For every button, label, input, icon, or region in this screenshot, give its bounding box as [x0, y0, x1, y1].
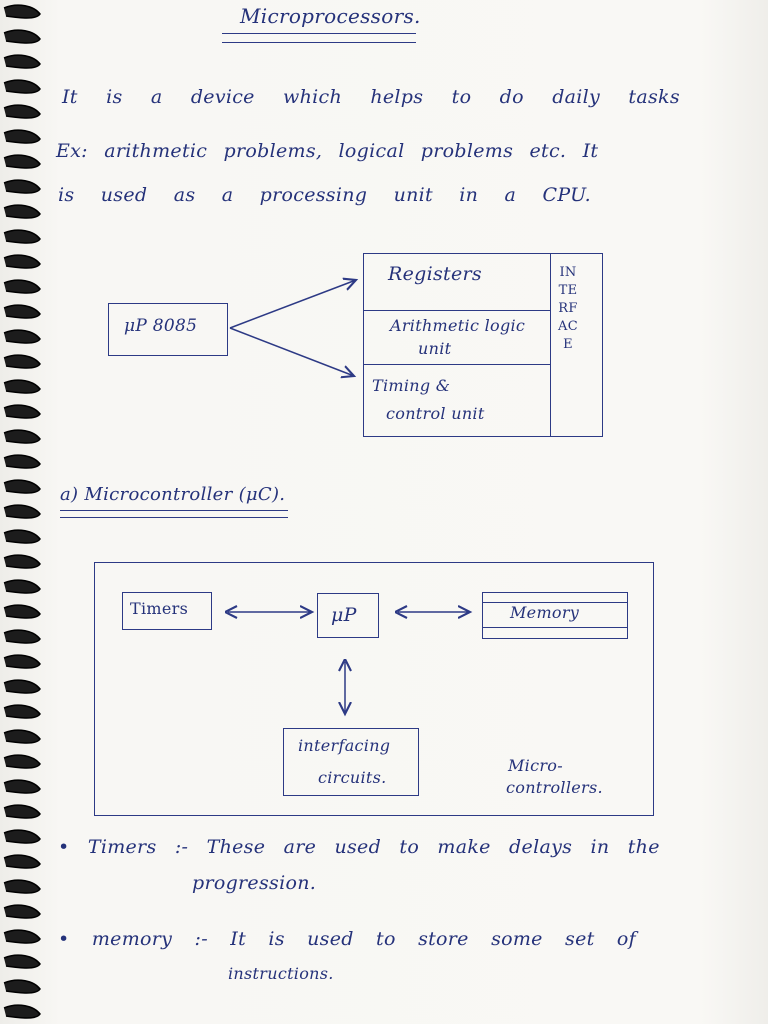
spiral-coil — [3, 279, 41, 294]
section-heading-microcontroller: a) Microcontroller (μC). — [60, 484, 286, 505]
spiral-coil — [3, 329, 41, 344]
spiral-coil — [3, 779, 41, 794]
mp-block-outer — [363, 253, 603, 437]
interface-label: INTERFACE — [558, 265, 578, 352]
block-divider-1 — [363, 310, 551, 311]
spiral-coil — [3, 654, 41, 669]
spiral-coil — [3, 4, 41, 19]
spiral-coil — [3, 854, 41, 869]
spiral-binding — [3, 4, 41, 1019]
page-title: Microprocessors. — [240, 4, 421, 28]
intro-line-1: It is a device which helps to do daily t… — [62, 86, 680, 108]
block-registers: Registers — [388, 263, 482, 285]
spiral-coil — [3, 704, 41, 719]
block-alu-line1: Arithmetic logic — [390, 316, 526, 335]
mp-box — [317, 593, 379, 638]
spiral-coil — [3, 129, 41, 144]
interface-divider — [550, 253, 551, 437]
title-underline-2 — [222, 42, 416, 43]
spiral-coil — [3, 154, 41, 169]
spiral-coil — [3, 379, 41, 394]
spiral-coil — [3, 304, 41, 319]
memory-box — [482, 592, 628, 639]
arrow-to-registers — [229, 280, 356, 329]
spiral-coil — [3, 429, 41, 444]
timers-label: Timers — [130, 599, 189, 618]
spiral-coil — [3, 79, 41, 94]
heading-underline-1 — [60, 510, 288, 511]
block-alu-line2: unit — [418, 339, 452, 358]
note-timers-2: progression. — [192, 872, 317, 894]
interfacing-box — [283, 728, 419, 796]
timers-box — [122, 592, 212, 630]
mp-label: μP — [331, 604, 357, 626]
intro-line-2: Ex: arithmetic problems, logical problem… — [56, 140, 599, 162]
spiral-coil — [3, 54, 41, 69]
spiral-coil — [3, 1004, 41, 1019]
spiral-coil — [3, 629, 41, 644]
arrow-to-timing — [229, 327, 354, 376]
spiral-coil — [3, 104, 41, 119]
intro-line-3: is used as a processing unit in a CPU. — [58, 184, 592, 206]
spiral-coil — [3, 479, 41, 494]
heading-underline-2 — [60, 517, 288, 518]
block-timing-line1: Timing & — [372, 376, 451, 395]
spiral-coil — [3, 404, 41, 419]
spiral-coil — [3, 579, 41, 594]
note-memory-2: instructions. — [228, 964, 334, 983]
mc-caption-2: controllers. — [506, 778, 603, 797]
spiral-coil — [3, 204, 41, 219]
memory-label: Memory — [510, 603, 580, 622]
spiral-coil — [3, 679, 41, 694]
spiral-coil — [3, 904, 41, 919]
interfacing-label-2: circuits. — [318, 768, 387, 787]
note-memory-1: • memory :- It is used to store some set… — [58, 928, 636, 950]
spiral-coil — [3, 804, 41, 819]
interfacing-label-1: interfacing — [298, 736, 391, 755]
spiral-coil — [3, 554, 41, 569]
spiral-coil — [3, 529, 41, 544]
memory-line-1 — [482, 602, 628, 603]
memory-line-2 — [482, 627, 628, 628]
spiral-coil — [3, 754, 41, 769]
spiral-coil — [3, 954, 41, 969]
block-timing-line2: control unit — [386, 404, 485, 423]
mc-caption-1: Micro- — [508, 756, 563, 775]
spiral-coil — [3, 979, 41, 994]
spiral-coil — [3, 729, 41, 744]
block-divider-2 — [363, 364, 551, 365]
mp-8085-label: μP 8085 — [124, 316, 198, 336]
title-underline-1 — [222, 33, 416, 34]
spiral-coil — [3, 879, 41, 894]
note-timers-1: • Timers :- These are used to make delay… — [58, 836, 660, 858]
spiral-coil — [3, 254, 41, 269]
mp-8085-box — [108, 303, 228, 356]
spiral-coil — [3, 829, 41, 844]
mc-outer-box — [94, 562, 654, 816]
spiral-coil — [3, 604, 41, 619]
spiral-coil — [3, 929, 41, 944]
spiral-coil — [3, 229, 41, 244]
spiral-coil — [3, 504, 41, 519]
spiral-coil — [3, 454, 41, 469]
spiral-coil — [3, 29, 41, 44]
spiral-coil — [3, 179, 41, 194]
spiral-coil — [3, 354, 41, 369]
